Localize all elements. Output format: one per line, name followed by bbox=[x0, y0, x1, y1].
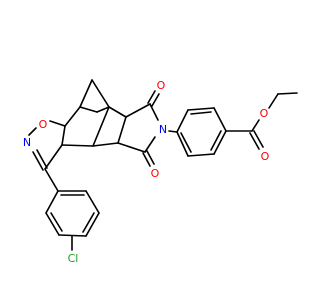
bond bbox=[79, 106, 98, 113]
ester-oxygen-double-label: O bbox=[261, 150, 270, 163]
carbonyl-oxygen-top-label: O bbox=[157, 79, 166, 92]
bond bbox=[49, 120, 66, 127]
bond bbox=[44, 144, 63, 170]
bond bbox=[91, 79, 110, 108]
bond bbox=[85, 212, 100, 237]
bond bbox=[277, 92, 298, 95]
bond bbox=[142, 152, 151, 167]
bond bbox=[213, 107, 227, 132]
bond bbox=[176, 131, 189, 157]
molecule-diagram: O N N O O O O Cl bbox=[23, 79, 298, 265]
bond bbox=[147, 90, 156, 104]
bond bbox=[251, 119, 260, 132]
bond bbox=[96, 106, 110, 113]
bond bbox=[253, 130, 264, 148]
bond bbox=[82, 212, 95, 233]
bond bbox=[85, 190, 100, 214]
bond bbox=[36, 149, 48, 169]
bond bbox=[92, 142, 119, 147]
bond bbox=[176, 109, 189, 133]
bond bbox=[64, 106, 81, 127]
bond bbox=[44, 168, 59, 192]
bond bbox=[125, 103, 151, 118]
bond bbox=[61, 125, 66, 146]
chlorine-label: Cl bbox=[68, 252, 79, 265]
bond bbox=[32, 151, 44, 171]
atom-labels: O N N O O O O Cl bbox=[23, 79, 270, 265]
bond bbox=[146, 150, 155, 165]
bond bbox=[190, 111, 212, 115]
bond bbox=[50, 212, 63, 232]
bond bbox=[149, 103, 159, 121]
bond bbox=[187, 107, 215, 111]
ring-oxygen-label: O bbox=[39, 118, 48, 131]
bond bbox=[79, 79, 93, 108]
ring-nitrogen-label: N bbox=[23, 136, 31, 149]
bond bbox=[28, 127, 37, 136]
ester-oxygen-single-label: O bbox=[260, 107, 269, 120]
molecule-structure-svg: O N N O O O O Cl bbox=[23, 79, 298, 265]
bond bbox=[151, 93, 160, 107]
bond bbox=[61, 144, 94, 147]
bond bbox=[108, 106, 127, 118]
bonds bbox=[28, 79, 298, 251]
bond bbox=[249, 132, 260, 150]
bond bbox=[117, 142, 146, 153]
bond bbox=[168, 130, 178, 133]
bond bbox=[268, 93, 279, 109]
bond bbox=[144, 136, 156, 153]
bond bbox=[213, 130, 227, 155]
bond bbox=[187, 153, 215, 157]
bond bbox=[210, 130, 222, 151]
bond bbox=[45, 190, 59, 214]
imide-nitrogen-label: N bbox=[159, 123, 167, 136]
carbonyl-oxygen-bottom-label: O bbox=[151, 167, 160, 180]
bond bbox=[92, 106, 110, 147]
bond bbox=[180, 132, 192, 153]
bond bbox=[45, 212, 60, 236]
bond bbox=[117, 116, 127, 144]
